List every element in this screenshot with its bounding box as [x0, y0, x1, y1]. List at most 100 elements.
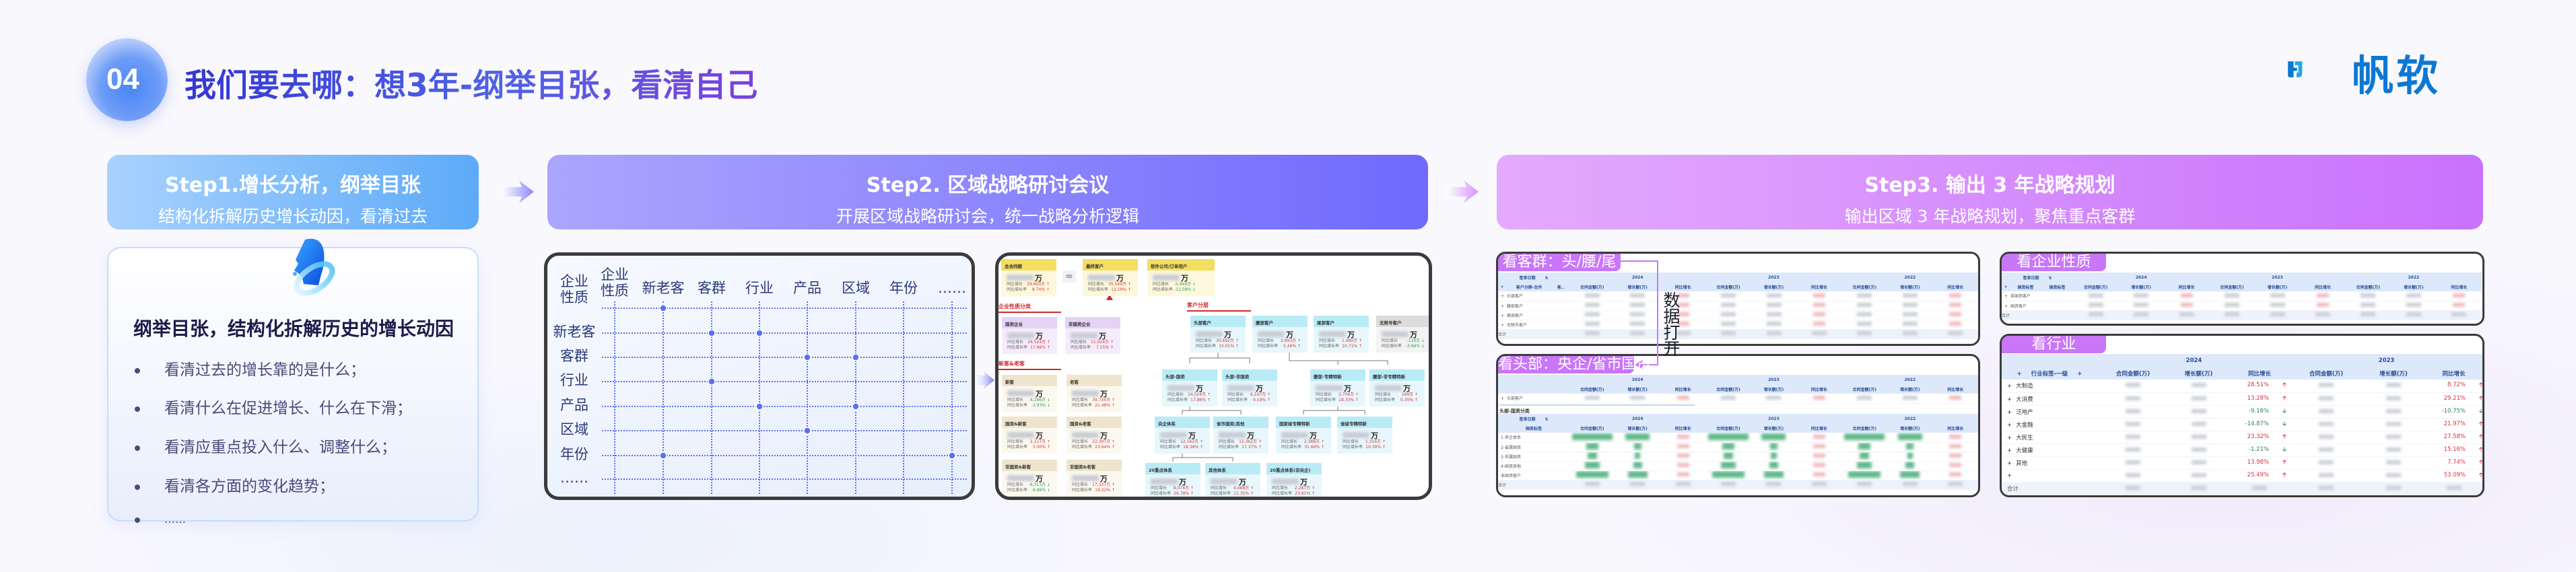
expand-icon[interactable]: +: [2007, 460, 2012, 467]
stat-value: 17.37% ↑: [1242, 445, 1262, 450]
table-row[interactable]: 3-市属国资: [1498, 452, 1978, 462]
expand-icon[interactable]: +: [2007, 383, 2012, 390]
table-row[interactable]: +尾部客户: [1498, 310, 1978, 320]
expand-icon[interactable]: +: [2007, 472, 2012, 479]
bullet-item: ……: [135, 513, 186, 526]
masked-cell: [2163, 291, 2210, 301]
masked-cell: [1841, 480, 1888, 490]
table-row[interactable]: 4-国资其他: [1498, 461, 1978, 471]
stat-label: 同比增长: [1072, 398, 1089, 402]
table-row[interactable]: +头部客户: [1498, 291, 1978, 301]
table-row[interactable]: +无税号客户: [1498, 320, 1978, 330]
grid-link-dot: [708, 329, 716, 337]
masked-cell: [2291, 469, 2362, 482]
table-row[interactable]: +腰部客户: [1498, 301, 1978, 311]
sort-icon[interactable]: ⇅: [2048, 275, 2052, 281]
expand-icon[interactable]: +: [2007, 396, 2012, 403]
expand-icon[interactable]: +: [1501, 322, 1505, 328]
table-row[interactable]: 2-省属国资: [1498, 442, 1978, 452]
table-row[interactable]: +25.49%🡡53.09%🡡: [2002, 469, 2482, 482]
industry-name: 大民生: [2016, 434, 2033, 441]
arrow-up-icon: ↑: [1320, 444, 1324, 450]
arrow-up-icon: 🡡: [2282, 433, 2286, 440]
expand-all-icon[interactable]: +: [2002, 282, 2010, 291]
table-row[interactable]: 非国资客户: [1498, 470, 1978, 480]
expand-all-icon[interactable]: +: [2016, 370, 2022, 378]
expand-icon[interactable]: +: [2007, 408, 2012, 416]
arrow-down-icon: ↓: [1046, 487, 1050, 493]
stat-number: 11,024万: [1091, 340, 1110, 345]
masked-cell: [2169, 443, 2229, 457]
metric-card-title: 头部-非国资: [1222, 369, 1277, 381]
table-row[interactable]: +大健康-1.21%🡣15.16%🡡: [2002, 443, 2482, 457]
stat-label: 同比增长: [1160, 439, 1177, 444]
stat-label: 同比增长: [1375, 392, 1392, 397]
masked-value: [1167, 385, 1194, 391]
masked-cell: [1932, 301, 1978, 311]
sort-icon[interactable]: ⇅: [1545, 417, 1549, 422]
expand-icon[interactable]: +: [2007, 434, 2012, 441]
arrow-up-icon: ↑: [1046, 340, 1050, 345]
column-header: 增长额(万): [1887, 384, 1933, 394]
column-header: 增长额(万): [1751, 282, 1797, 291]
masked-value: [1072, 475, 1099, 481]
arrow-up-icon: ↑: [1310, 486, 1315, 491]
sort-icon[interactable]: ⇅: [1545, 275, 1549, 281]
masked-cell: [2169, 431, 2229, 444]
table-row[interactable]: +国资客户: [2002, 301, 2482, 311]
drilldown-char: 据: [1663, 307, 1681, 326]
arrow-up-icon: 🡡: [2282, 382, 2286, 389]
expand-icon[interactable]: +: [1501, 396, 1505, 402]
arrow-up-icon: 🡡: [2466, 420, 2482, 429]
stat-value: 35,549万 ↑: [1108, 282, 1131, 287]
row-label: + 大民生: [2002, 431, 2097, 444]
arrow-up-icon: 🡡: [2466, 381, 2482, 390]
expand-icon[interactable]: +: [2004, 294, 2008, 299]
bullet-dot: [135, 517, 140, 523]
stat-value: 2,388万 ↑: [1304, 439, 1324, 445]
expand-icon[interactable]: +: [2007, 447, 2012, 454]
stat-label: 同比增长: [1151, 486, 1167, 491]
expand-icon[interactable]: +: [1501, 294, 1505, 299]
expand-icon[interactable]: +: [1501, 303, 1505, 309]
yoy-growth-cell: 28.51%🡡: [2229, 380, 2291, 393]
stat-number: -12.58%: [1174, 287, 1192, 292]
masked-cell: [2300, 301, 2346, 311]
masked-cell: [2291, 418, 2362, 431]
table-row[interactable]: 1-央企体系: [1498, 433, 1978, 443]
expand-icon[interactable]: +: [2004, 303, 2008, 309]
masked-cell: [1705, 320, 1751, 330]
masked-cell: [1615, 301, 1660, 311]
table-row[interactable]: +非国资客户: [2002, 291, 2482, 301]
add-dimension-icon[interactable]: +: [2077, 370, 2082, 378]
stat-number: 3,704万: [1338, 392, 1355, 397]
expand-icon[interactable]: +: [2007, 421, 2012, 429]
column-header: 同比增长: [2300, 282, 2346, 291]
row-label-text: 1-央企体系: [1501, 435, 1521, 441]
table-row[interactable]: +头部客户: [1498, 394, 1978, 404]
arrow-down-icon: 🡣: [2282, 420, 2286, 427]
expand-icon[interactable]: +: [1501, 313, 1505, 318]
column-header: 合同金额(万): [1569, 384, 1615, 394]
metric-card-title: 国资&新客: [1002, 417, 1057, 428]
table-row[interactable]: +泛地产-9.16%🡣-10.75%🡣: [2002, 405, 2482, 419]
table-row[interactable]: +大金融-14.87%🡣21.97%🡡: [2002, 418, 2482, 431]
stat-number: 35,549万: [1108, 282, 1127, 287]
stat-label: 同比增长率: [1007, 444, 1028, 450]
stat-label: 同比增长率: [1151, 491, 1172, 496]
expand-all-icon[interactable]: +: [1498, 282, 1506, 291]
arrow-up-icon: ↑: [1354, 397, 1359, 402]
unit-label: 万: [1116, 273, 1124, 283]
arrow-up-icon: ↑: [1110, 439, 1115, 444]
yoy-growth-value: 13.28%: [2247, 394, 2269, 402]
